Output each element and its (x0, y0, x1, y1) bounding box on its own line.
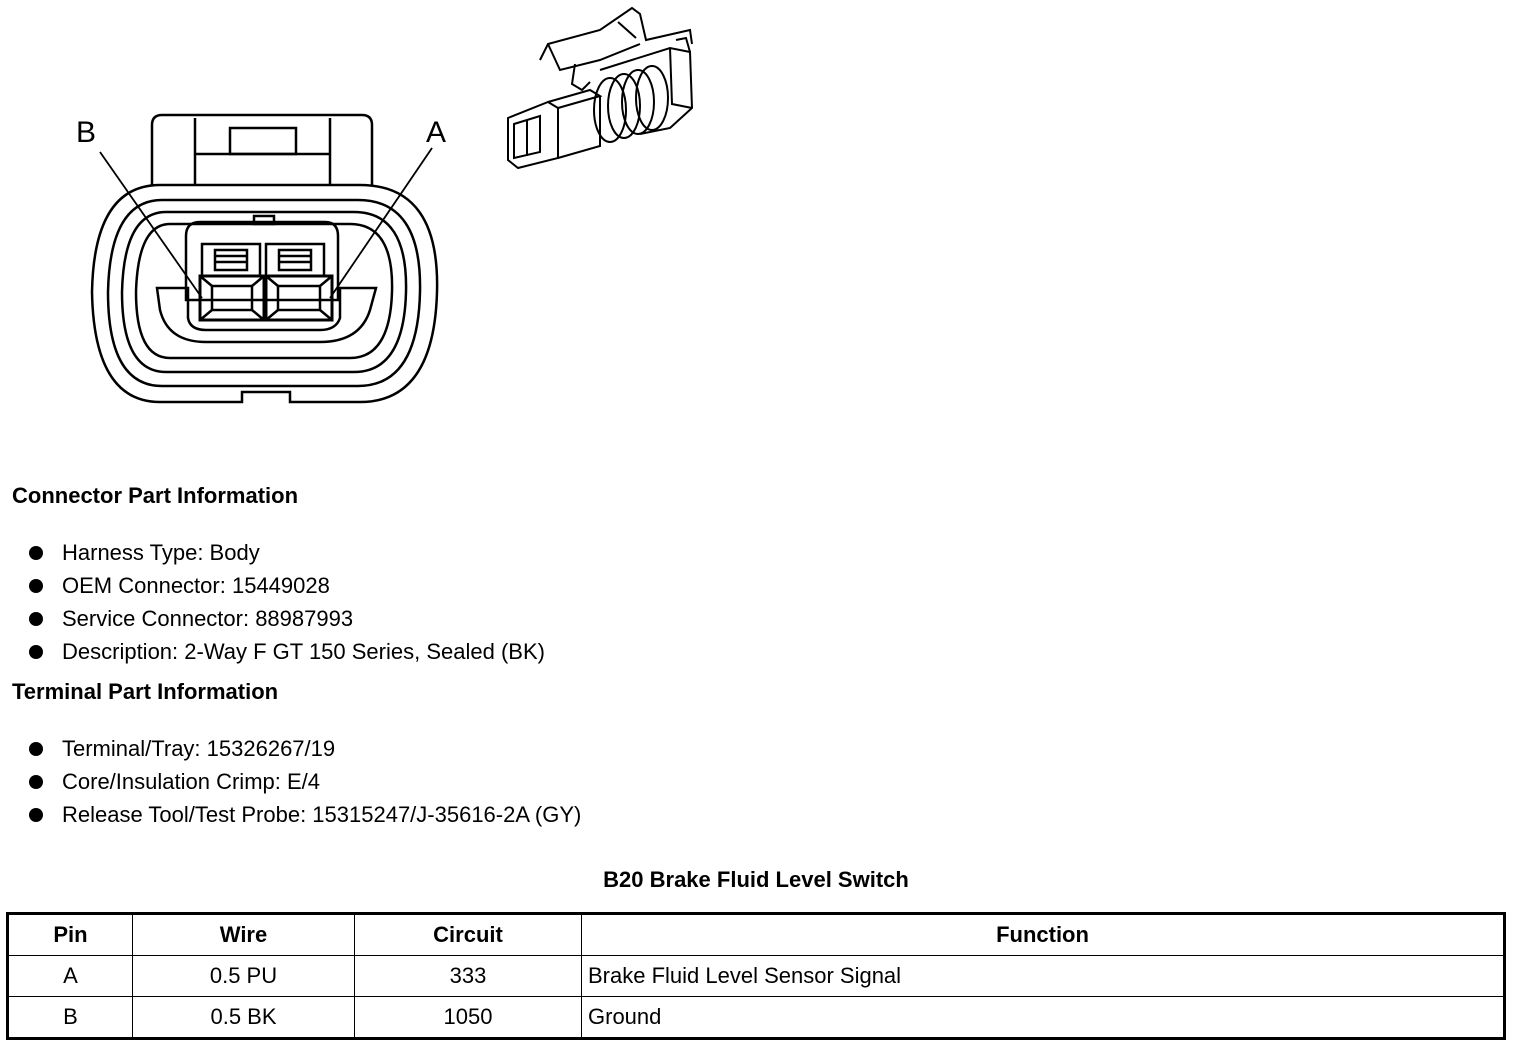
pin-label-b: B (76, 116, 96, 149)
column-header-wire: Wire (132, 913, 355, 956)
function-cell: Ground (581, 996, 1505, 1039)
bullet-icon (29, 741, 43, 756)
table-title: B20 Brake Fluid Level Switch (603, 867, 909, 892)
list-item: Core/Insulation Crimp: E/4 (0, 765, 581, 798)
pin-cell: A (7, 955, 133, 997)
circuit-cell: 333 (354, 955, 582, 997)
bullet-icon (29, 644, 43, 659)
terminal-info-heading: Terminal Part Information (12, 679, 279, 704)
table-row: A 0.5 PU 333 Brake Fluid Level Sensor Si… (7, 955, 1505, 997)
circuit-cell: 1050 (354, 996, 582, 1039)
bullet-icon (29, 774, 43, 789)
bullet-icon (29, 807, 43, 822)
list-item: Service Connector: 88987993 (0, 602, 545, 635)
connector-info-list: Harness Type: Body OEM Connector: 154490… (0, 536, 545, 668)
pinout-table: Pin Wire Circuit Function A 0.5 PU 333 B… (6, 912, 1506, 1040)
function-cell: Brake Fluid Level Sensor Signal (581, 955, 1505, 997)
list-item: Description: 2-Way F GT 150 Series, Seal… (0, 635, 545, 668)
wire-cell: 0.5 PU (132, 955, 355, 997)
pin-label-a: A (426, 116, 446, 149)
table-header-row: Pin Wire Circuit Function (7, 913, 1505, 956)
connector-face-diagram: B A (76, 113, 446, 404)
column-header-circuit: Circuit (354, 913, 582, 956)
list-item: Terminal/Tray: 15326267/19 (0, 732, 581, 765)
table-row: B 0.5 BK 1050 Ground (7, 996, 1505, 1039)
bullet-icon (29, 545, 43, 560)
terminal-info-list: Terminal/Tray: 15326267/19 Core/Insulati… (0, 732, 581, 831)
pin-cell: B (7, 996, 133, 1039)
connector-info-heading: Connector Part Information (12, 483, 299, 508)
connector-isometric-illustration (507, 6, 694, 170)
wire-cell: 0.5 BK (132, 996, 355, 1039)
bullet-icon (29, 611, 43, 626)
list-item: Release Tool/Test Probe: 15315247/J-3561… (0, 798, 581, 831)
list-item: Harness Type: Body (0, 536, 545, 569)
column-header-function: Function (581, 913, 1505, 956)
bullet-icon (29, 578, 43, 593)
list-item: OEM Connector: 15449028 (0, 569, 545, 602)
column-header-pin: Pin (7, 913, 133, 956)
